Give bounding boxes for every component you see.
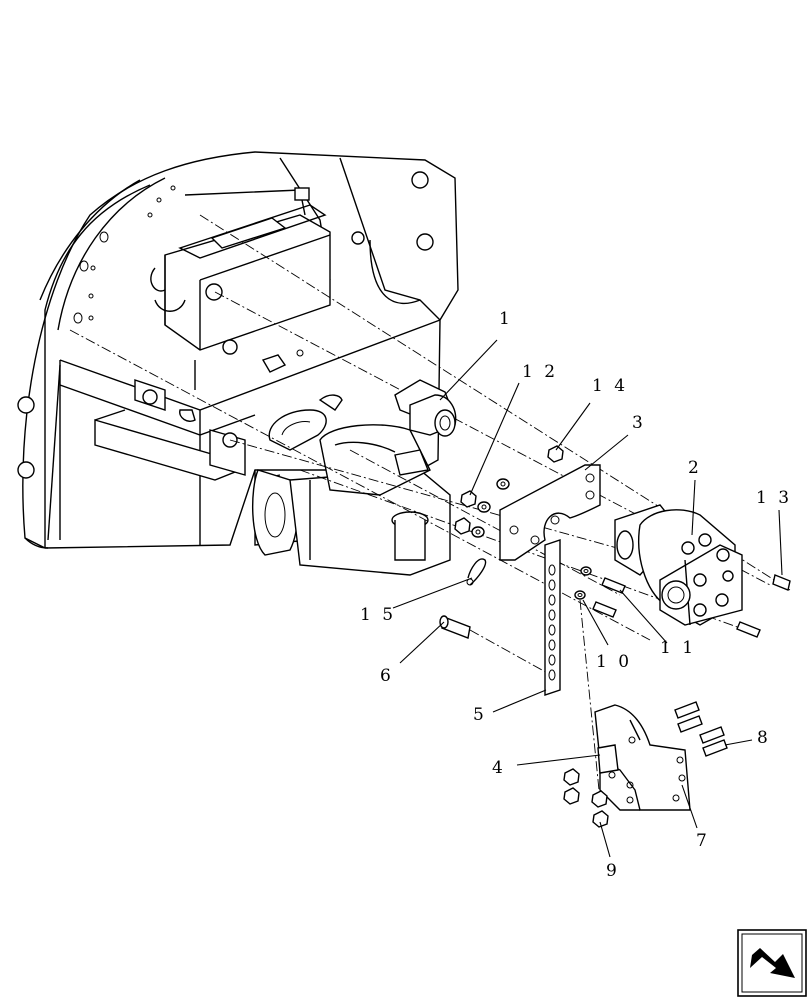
callout-8: 8 [757,728,771,748]
callout-12: 1 2 [522,362,558,382]
callout-3: 3 [632,413,646,433]
callout-14: 1 4 [592,376,628,396]
callout-13: 1 3 [756,488,792,508]
part-1-coupling [394,379,457,437]
callout-15: 1 5 [360,605,396,625]
callout-labels: 1 2 3 4 5 6 7 8 9 1 0 1 1 1 2 1 3 1 4 1 … [360,309,792,881]
part-5-strap [544,539,561,696]
callout-10: 1 0 [596,652,632,672]
rear-frame-assembly [17,151,459,576]
callout-2: 2 [688,458,702,478]
leader-lines [392,339,783,858]
callout-6: 6 [380,666,394,686]
callout-11: 1 1 [660,638,696,658]
callout-5: 5 [473,705,487,725]
part-2-motor [614,504,743,626]
part-3-mounting-plate [499,464,601,561]
callout-4: 4 [492,758,506,778]
callout-1: 1 [499,309,513,329]
next-page-arrow-icon[interactable] [737,929,807,997]
callout-7: 7 [696,831,710,851]
part-7-bracket [563,701,728,828]
callout-9: 9 [606,861,620,881]
